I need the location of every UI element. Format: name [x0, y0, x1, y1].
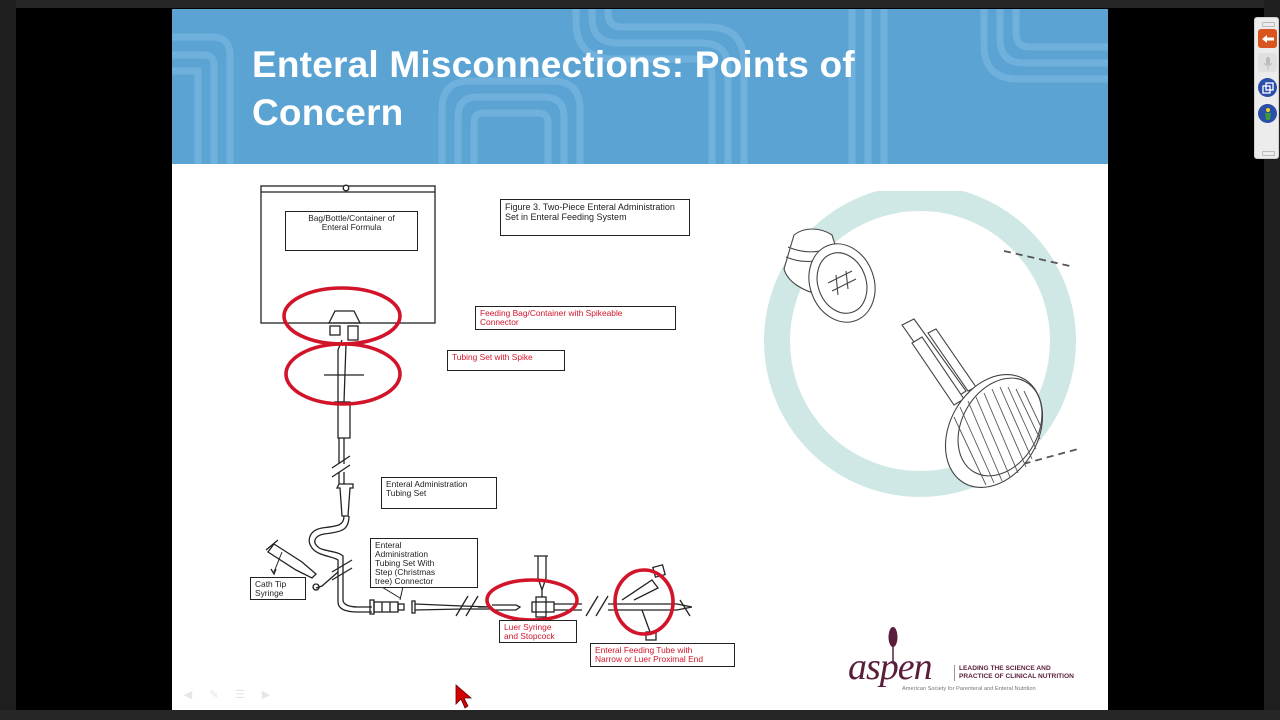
- microphone-button[interactable]: [1258, 53, 1277, 72]
- title-line-2: Concern: [252, 92, 404, 133]
- windows-button[interactable]: [1258, 78, 1277, 97]
- label-line: Tubing Set With: [375, 558, 435, 568]
- label-line: Syringe: [255, 588, 284, 598]
- label-line: Feeding Bag/Container with Spikeable: [480, 308, 623, 318]
- side-toolbar: [1254, 17, 1279, 159]
- tagline-line: PRACTICE OF CLINICAL NUTRITION: [959, 673, 1074, 680]
- admin-tubing-label: Enteral Administration Tubing Set: [381, 477, 497, 509]
- label-line: Enteral Feeding Tube with: [595, 645, 693, 655]
- enteral-feeding-diagram: [260, 184, 693, 641]
- label-line: and Stopcock: [504, 631, 555, 641]
- microphone-icon: [1263, 56, 1272, 70]
- label-line: Enteral: [375, 540, 402, 550]
- label-line: tree) Connector: [375, 576, 434, 586]
- slide-title-bar: Enteral Misconnections: Points of Concer…: [172, 9, 1108, 164]
- label-line: Bag/Bottle/Container of: [308, 213, 395, 223]
- label-line: Connector: [480, 317, 519, 327]
- screen-frame-bottom: [0, 710, 1280, 720]
- menu-icon[interactable]: ☰: [235, 689, 245, 701]
- title-line-1: Enteral Misconnections: Points of: [252, 44, 855, 85]
- aspen-logo: aspen LEADING THE SCIENCE AND PRACTICE O…: [848, 627, 1078, 697]
- feeding-bag-label: Feeding Bag/Container with Spikeable Con…: [475, 306, 676, 330]
- label-line: Cath Tip: [255, 579, 287, 589]
- screen-frame-left: [0, 0, 16, 720]
- accessibility-icon: [1264, 107, 1271, 120]
- screen-frame-right: [1264, 0, 1280, 720]
- exit-icon: [1261, 34, 1274, 43]
- prev-arrow-icon[interactable]: ◀: [183, 689, 193, 701]
- luer-syringe-label: Luer Syringe and Stopcock: [499, 620, 577, 643]
- figure-caption: Figure 3. Two-Piece Enteral Administrati…: [500, 199, 690, 236]
- step-connector-label: Enteral Administration Tubing Set With S…: [370, 538, 478, 588]
- cath-syringe-label: Cath Tip Syringe: [250, 577, 306, 600]
- tubing-spike-label: Tubing Set with Spike: [447, 350, 565, 371]
- pen-icon[interactable]: ✎: [209, 689, 219, 701]
- accessibility-button[interactable]: [1258, 104, 1277, 123]
- toolbar-grip-top[interactable]: [1262, 22, 1275, 27]
- label-text: Tubing Set with Spike: [452, 352, 533, 362]
- label-line: Enteral Administration: [386, 479, 468, 489]
- slideshow-controls: ◀ ✎ ☰ ▶: [180, 689, 274, 701]
- caption-text: Figure 3. Two-Piece Enteral Administrati…: [505, 202, 675, 222]
- windows-icon: [1261, 81, 1274, 94]
- presentation-slide: Enteral Misconnections: Points of Concer…: [172, 9, 1108, 710]
- tagline-line: LEADING THE SCIENCE AND: [959, 665, 1051, 672]
- container-label: Bag/Bottle/Container of Enteral Formula: [285, 211, 418, 251]
- next-arrow-icon[interactable]: ▶: [261, 689, 271, 701]
- label-line: Administration: [375, 549, 429, 559]
- label-line: Narrow or Luer Proximal End: [595, 654, 703, 664]
- exit-button[interactable]: [1258, 29, 1277, 48]
- mouse-cursor-icon: [455, 684, 473, 709]
- toolbar-grip-bottom[interactable]: [1262, 151, 1275, 156]
- label-line: Step (Christmas: [375, 567, 436, 577]
- feeding-tube-label: Enteral Feeding Tube with Narrow or Luer…: [590, 643, 735, 667]
- label-line: Luer Syringe: [504, 622, 552, 632]
- enfit-connector-illustration: [764, 191, 1079, 497]
- label-line: Enteral Formula: [321, 222, 382, 232]
- screen-frame-top: [0, 0, 1280, 8]
- wheat-icon: [888, 627, 898, 663]
- logo-subtitle: American Society for Parenteral and Ente…: [902, 686, 1036, 692]
- logo-tagline: LEADING THE SCIENCE AND PRACTICE OF CLIN…: [954, 665, 1074, 681]
- slide-title: Enteral Misconnections: Points of Concer…: [252, 41, 992, 137]
- logo-wordmark: aspen: [848, 646, 933, 688]
- decorative-pattern: [172, 9, 1108, 164]
- label-line: Tubing Set: [386, 488, 427, 498]
